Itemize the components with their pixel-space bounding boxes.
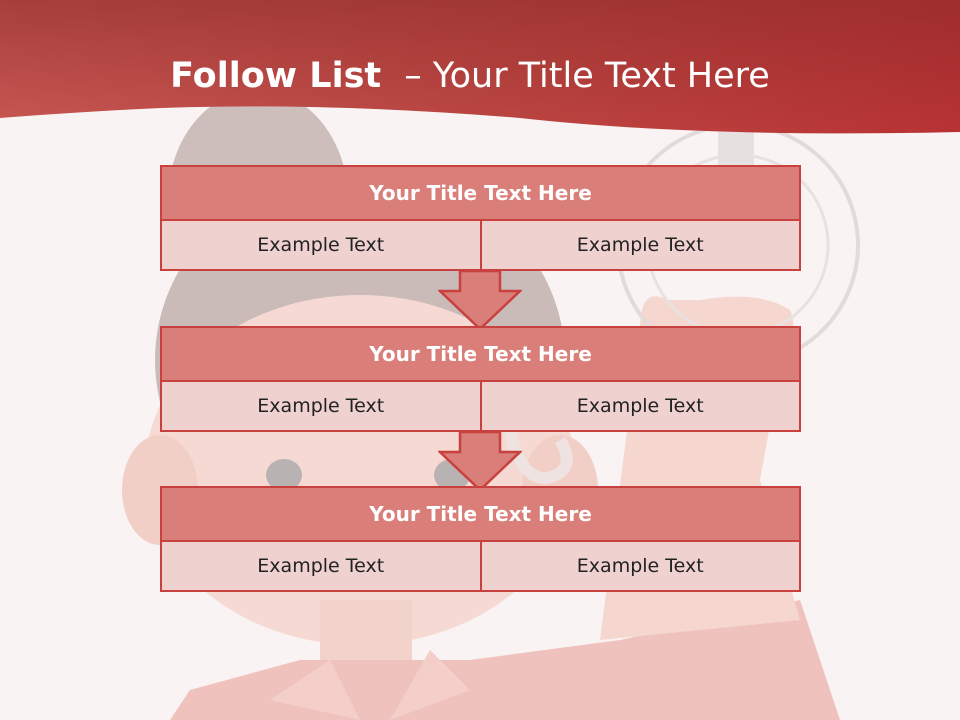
block-cell-left: Example Text bbox=[160, 542, 482, 592]
block-cell-right: Example Text bbox=[481, 382, 801, 432]
title-bold: Follow List bbox=[170, 56, 382, 96]
title-rest: – Your Title Text Here bbox=[404, 56, 770, 96]
block-cell-right: Example Text bbox=[481, 542, 801, 592]
list-block-2: Your Title Text Here Example Text Exampl… bbox=[160, 326, 801, 432]
down-arrow-icon bbox=[438, 269, 522, 331]
down-arrow-icon bbox=[438, 430, 522, 492]
header-band bbox=[0, 0, 960, 134]
list-block-1: Your Title Text Here Example Text Exampl… bbox=[160, 165, 801, 271]
block-title: Your Title Text Here bbox=[160, 486, 801, 542]
block-cell-left: Example Text bbox=[160, 221, 482, 271]
list-block-3: Your Title Text Here Example Text Exampl… bbox=[160, 486, 801, 592]
slide-title: Follow List – Your Title Text Here bbox=[0, 52, 940, 100]
block-cell-left: Example Text bbox=[160, 382, 482, 432]
block-cell-right: Example Text bbox=[481, 221, 801, 271]
block-title: Your Title Text Here bbox=[160, 326, 801, 382]
block-title: Your Title Text Here bbox=[160, 165, 801, 221]
